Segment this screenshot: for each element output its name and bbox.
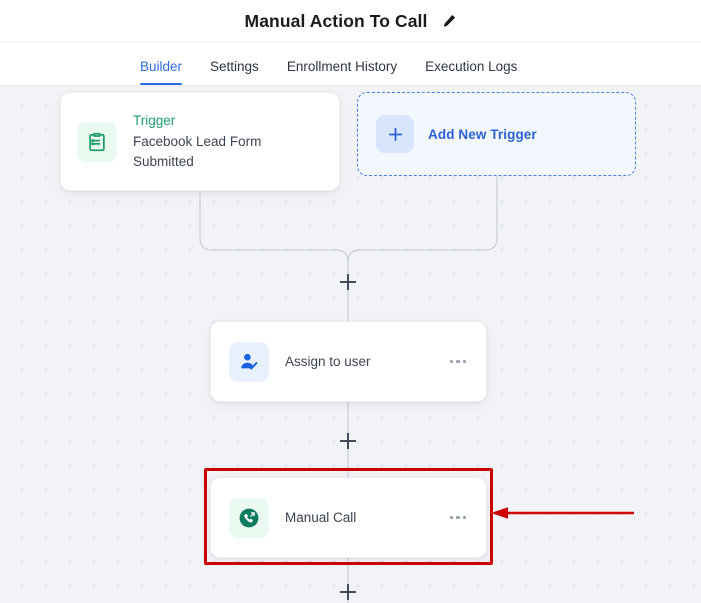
add-step-after-trigger-button[interactable] <box>339 273 357 291</box>
plus-icon <box>376 115 414 153</box>
header-title-group: Manual Action To Call <box>245 11 457 32</box>
assign-to-user-body: Assign to user <box>285 352 432 372</box>
outgoing-call-icon <box>229 497 269 538</box>
tab-bar: Builder Settings Enrollment History Exec… <box>0 43 701 86</box>
clipboard-icon <box>77 121 117 162</box>
trigger-name-label: Facebook Lead Form Submitted <box>133 134 262 169</box>
page-title: Manual Action To Call <box>244 10 428 31</box>
more-options-icon[interactable] <box>448 354 469 370</box>
tab-builder[interactable]: Builder <box>140 59 183 85</box>
trigger-kicker-label: Trigger <box>133 113 176 128</box>
trigger-card-body: Trigger Facebook Lead Form Submitted <box>133 111 323 172</box>
tab-execution-logs[interactable]: Execution Logs <box>425 59 518 74</box>
add-step-after-assign-to-user-button[interactable] <box>339 432 357 450</box>
assign-user-icon <box>229 341 269 382</box>
add-new-trigger-button[interactable]: Add New Trigger <box>357 92 636 176</box>
pencil-icon[interactable] <box>441 14 456 29</box>
tab-enrollment-history[interactable]: Enrollment History <box>286 59 398 74</box>
annotation-arrow-icon <box>491 507 634 519</box>
workflow-canvas[interactable]: Trigger Facebook Lead Form Submitted Add… <box>0 86 701 603</box>
manual-call-label: Manual Call <box>285 509 357 525</box>
node-trigger-card[interactable]: Trigger Facebook Lead Form Submitted <box>60 92 340 191</box>
manual-call-body: Manual Call <box>285 508 432 528</box>
node-manual-call-card[interactable]: Manual Call <box>210 477 487 558</box>
add-new-trigger-label: Add New Trigger <box>428 126 537 142</box>
assign-to-user-label: Assign to user <box>285 353 371 369</box>
page-header: Manual Action To Call <box>0 0 701 43</box>
node-assign-to-user-card[interactable]: Assign to user <box>210 321 487 402</box>
tab-settings[interactable]: Settings <box>210 59 259 74</box>
more-options-icon[interactable] <box>448 510 469 526</box>
add-step-after-manual-call-button[interactable] <box>339 583 357 601</box>
